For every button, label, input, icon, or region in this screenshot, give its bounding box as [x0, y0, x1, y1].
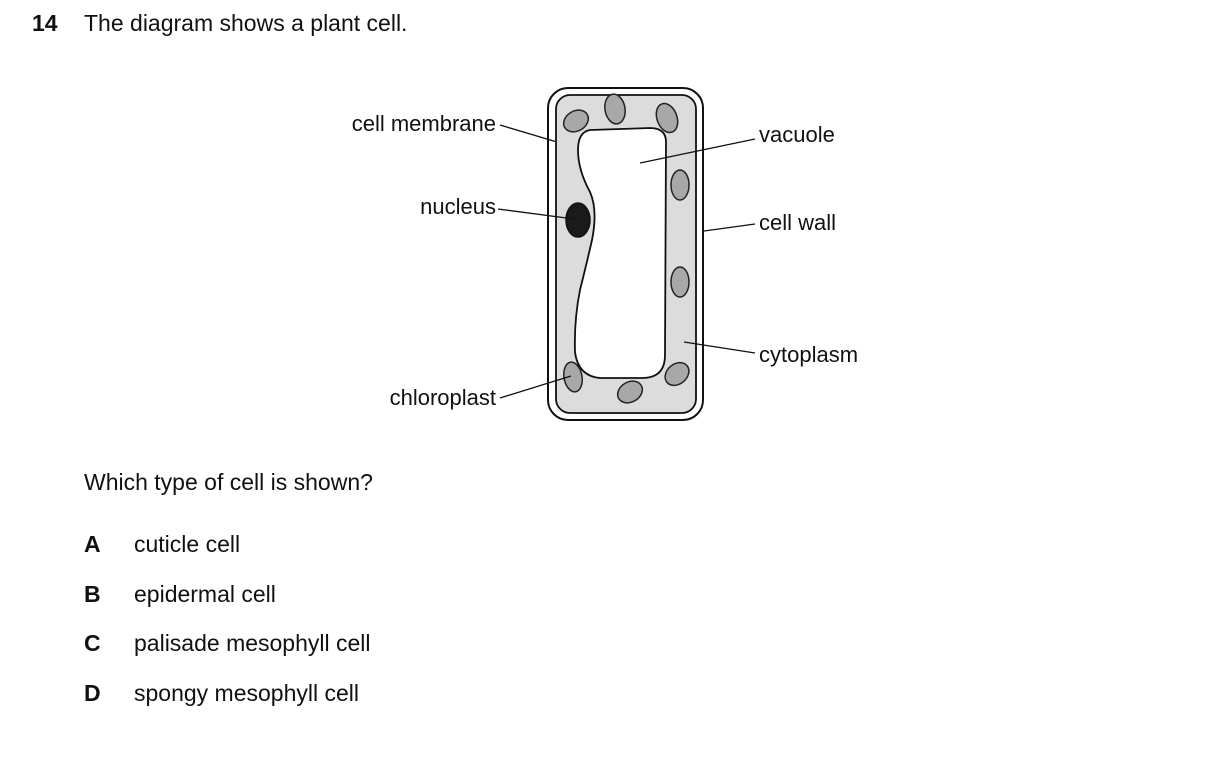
label-lines: [497, 124, 756, 399]
option-text: palisade mesophyll cell: [134, 630, 371, 656]
option-text: spongy mesophyll cell: [134, 680, 360, 706]
label-chloroplast: chloroplast: [390, 385, 496, 410]
chloroplast-8: [664, 361, 690, 387]
option-letter: B: [84, 581, 101, 607]
chloroplast-4: [670, 169, 690, 201]
label-cell-membrane: cell membrane: [352, 111, 496, 136]
line-cell-membrane: [499, 124, 558, 143]
option-letter: C: [84, 630, 101, 656]
chloroplast-3: [655, 102, 679, 134]
chloroplast-5: [670, 266, 690, 298]
question-text: The diagram shows a plant cell.: [84, 10, 408, 36]
chloroplast-7: [616, 380, 644, 404]
option-text: cuticle cell: [134, 531, 241, 557]
chloroplast-2: [604, 93, 626, 125]
line-nucleus: [497, 208, 575, 220]
label-nucleus: nucleus: [420, 194, 496, 219]
line-cytoplasm: [683, 341, 756, 354]
vacuole-shape: [573, 127, 667, 379]
option-text: epidermal cell: [134, 581, 276, 607]
chloroplasts: [562, 93, 690, 404]
question-number: 14: [32, 10, 58, 36]
label-cytoplasm: cytoplasm: [759, 342, 858, 367]
nucleus-shape: [565, 202, 591, 238]
chloroplast-1: [562, 109, 590, 133]
option-letter: A: [84, 531, 101, 557]
line-cell-wall: [703, 223, 756, 232]
label-vacuole: vacuole: [759, 122, 835, 147]
option-letter: D: [84, 680, 101, 706]
question-prompt: Which type of cell is shown?: [84, 469, 373, 495]
line-vacuole: [639, 138, 756, 164]
line-chloroplast: [499, 375, 572, 399]
label-cell-wall: cell wall: [759, 210, 836, 235]
